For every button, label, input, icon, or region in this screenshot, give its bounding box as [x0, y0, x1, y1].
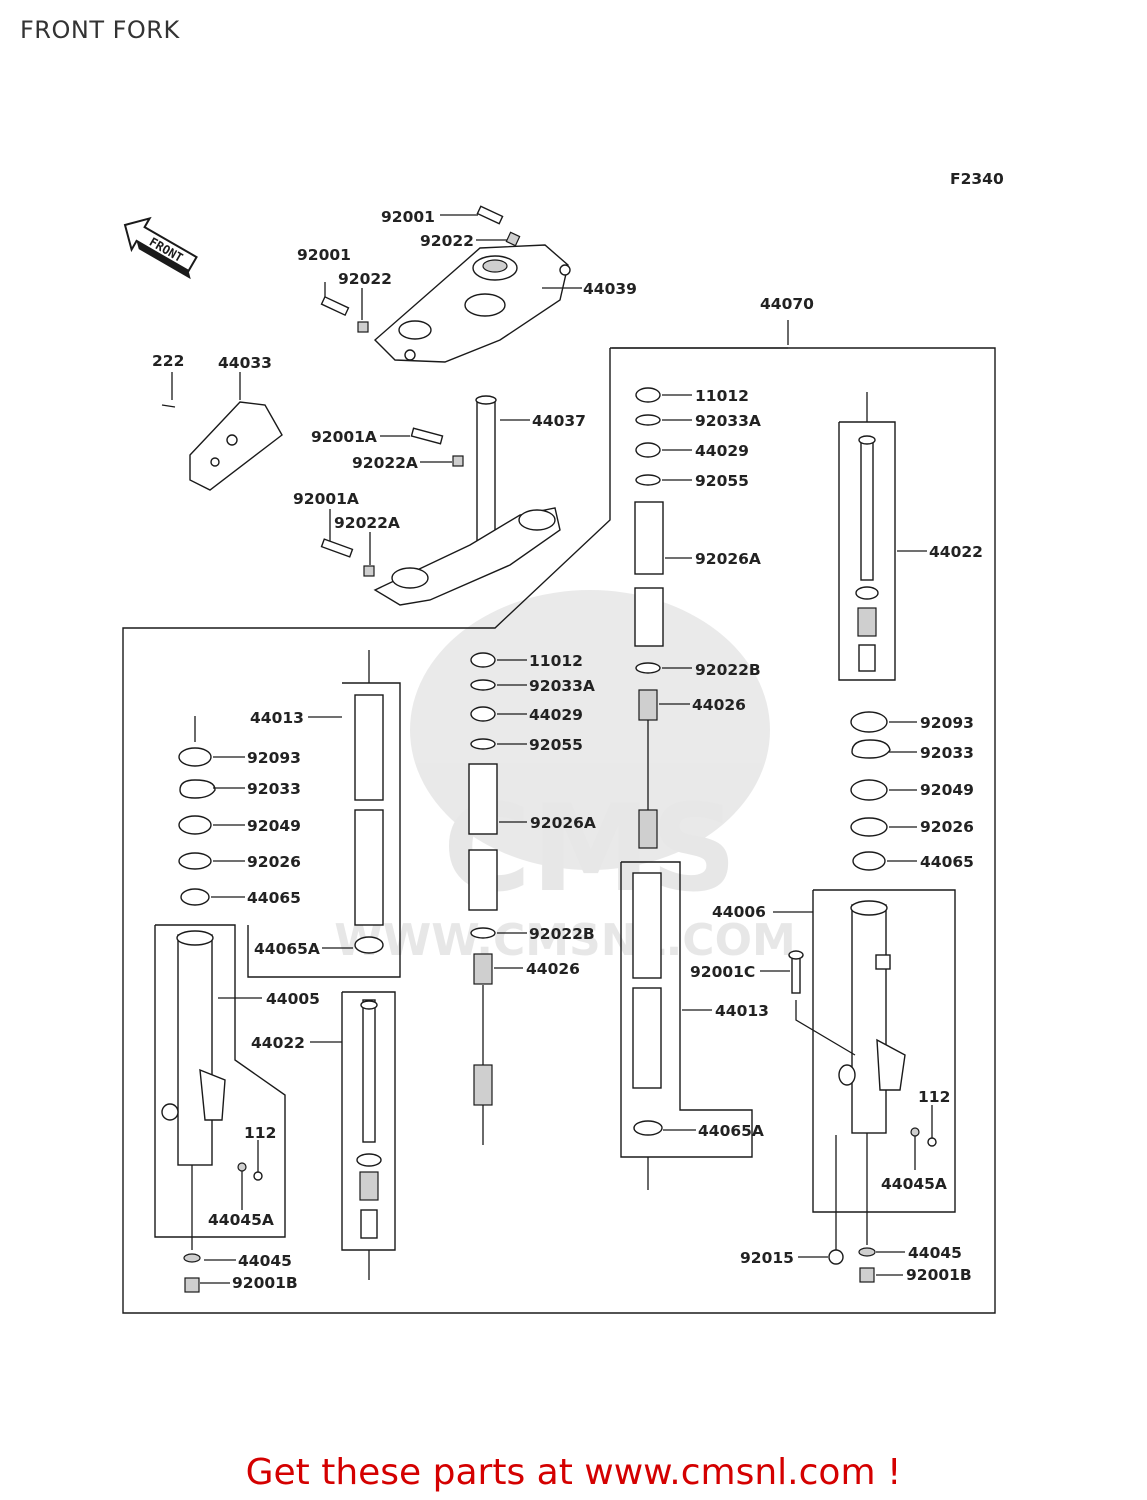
left-damper-44022	[356, 999, 382, 1280]
right-seals	[850, 711, 891, 871]
label-44070: 44070	[760, 295, 814, 313]
label-92033: 92033	[920, 744, 974, 762]
label-92093: 92093	[247, 749, 301, 767]
label-44029: 44029	[529, 706, 583, 724]
assembly-44070-outline	[122, 320, 996, 1314]
label-92022B: 92022B	[695, 661, 761, 679]
label-11012: 11012	[695, 387, 749, 405]
label-92001B: 92001B	[232, 1274, 298, 1292]
label-92093: 92093	[920, 714, 974, 732]
label-92026: 92026	[247, 853, 301, 871]
label-44045: 44045	[238, 1252, 292, 1270]
label-92015: 92015	[740, 1249, 794, 1267]
label-92026A: 92026A	[530, 814, 596, 832]
label-92022A: 92022A	[334, 514, 400, 532]
label-44022: 44022	[251, 1034, 305, 1052]
label-44026: 44026	[526, 960, 580, 978]
label-44045A: 44045A	[881, 1175, 947, 1193]
label-92001C: 92001C	[690, 963, 755, 981]
label-92001B: 92001B	[906, 1266, 972, 1284]
label-92049: 92049	[920, 781, 974, 799]
upper-bracket-44039	[373, 244, 571, 363]
watermark-url: WWW.CMSNL.COM	[334, 915, 796, 966]
label-92055: 92055	[695, 472, 749, 490]
part-labels: 92001 92022 44039 92001 92022 44070 222 …	[152, 208, 983, 1292]
label-92049: 92049	[247, 817, 301, 835]
label-44013: 44013	[250, 709, 304, 727]
label-44065A: 44065A	[254, 940, 320, 958]
left-fork-tubes	[178, 650, 384, 954]
label-92033A: 92033A	[529, 677, 595, 695]
right-outer-fork-44006	[788, 900, 937, 1283]
label-92001A: 92001A	[311, 428, 377, 446]
label-44065: 44065	[247, 889, 301, 907]
label-112: 112	[244, 1124, 276, 1142]
label-44033: 44033	[218, 354, 272, 372]
label-44026: 44026	[692, 696, 746, 714]
label-44022: 44022	[929, 543, 983, 561]
label-92022: 92022	[420, 232, 474, 250]
label-44013: 44013	[715, 1002, 769, 1020]
label-11012: 11012	[529, 652, 583, 670]
label-44045: 44045	[908, 1244, 962, 1262]
label-44065: 44065	[920, 853, 974, 871]
label-44006: 44006	[712, 903, 766, 921]
right-damper-44022	[855, 392, 879, 672]
label-92033A: 92033A	[695, 412, 761, 430]
label-112: 112	[918, 1088, 950, 1106]
leader-lines	[200, 287, 933, 1284]
parts-diagram: CMS WWW.CMSNL.COM F2340 FRONT	[122, 170, 1004, 1314]
bolt-92001-top	[320, 205, 580, 333]
label-44029: 44029	[695, 442, 749, 460]
label-92055: 92055	[529, 736, 583, 754]
center-fork-internals	[468, 652, 498, 1145]
front-direction-badge: FRONT	[123, 216, 198, 280]
label-92001: 92001	[381, 208, 435, 226]
sub-assembly-boxes	[154, 421, 956, 1251]
cta-link[interactable]: Get these parts at www.cmsnl.com !	[245, 1452, 902, 1493]
label-92026A: 92026A	[695, 550, 761, 568]
page-title: FRONT FORK	[20, 16, 180, 44]
steering-stem-44037	[320, 395, 561, 606]
left-outer-fork-44005	[161, 930, 263, 1293]
label-92033: 92033	[247, 780, 301, 798]
label-92022: 92022	[338, 270, 392, 288]
right-center-fork-internals	[632, 387, 664, 1190]
label-92026: 92026	[920, 818, 974, 836]
label-44045A: 44045A	[208, 1211, 274, 1229]
label-92022A: 92022A	[352, 454, 418, 472]
label-44065A: 44065A	[698, 1122, 764, 1140]
label-44005: 44005	[266, 990, 320, 1008]
ref-code: F2340	[950, 170, 1004, 188]
label-92001: 92001	[297, 246, 351, 264]
handle-bracket-44033	[161, 372, 283, 491]
label-92022B: 92022B	[529, 925, 595, 943]
label-44039: 44039	[583, 280, 637, 298]
label-222: 222	[152, 352, 184, 370]
label-92001A: 92001A	[293, 490, 359, 508]
label-44037: 44037	[532, 412, 586, 430]
